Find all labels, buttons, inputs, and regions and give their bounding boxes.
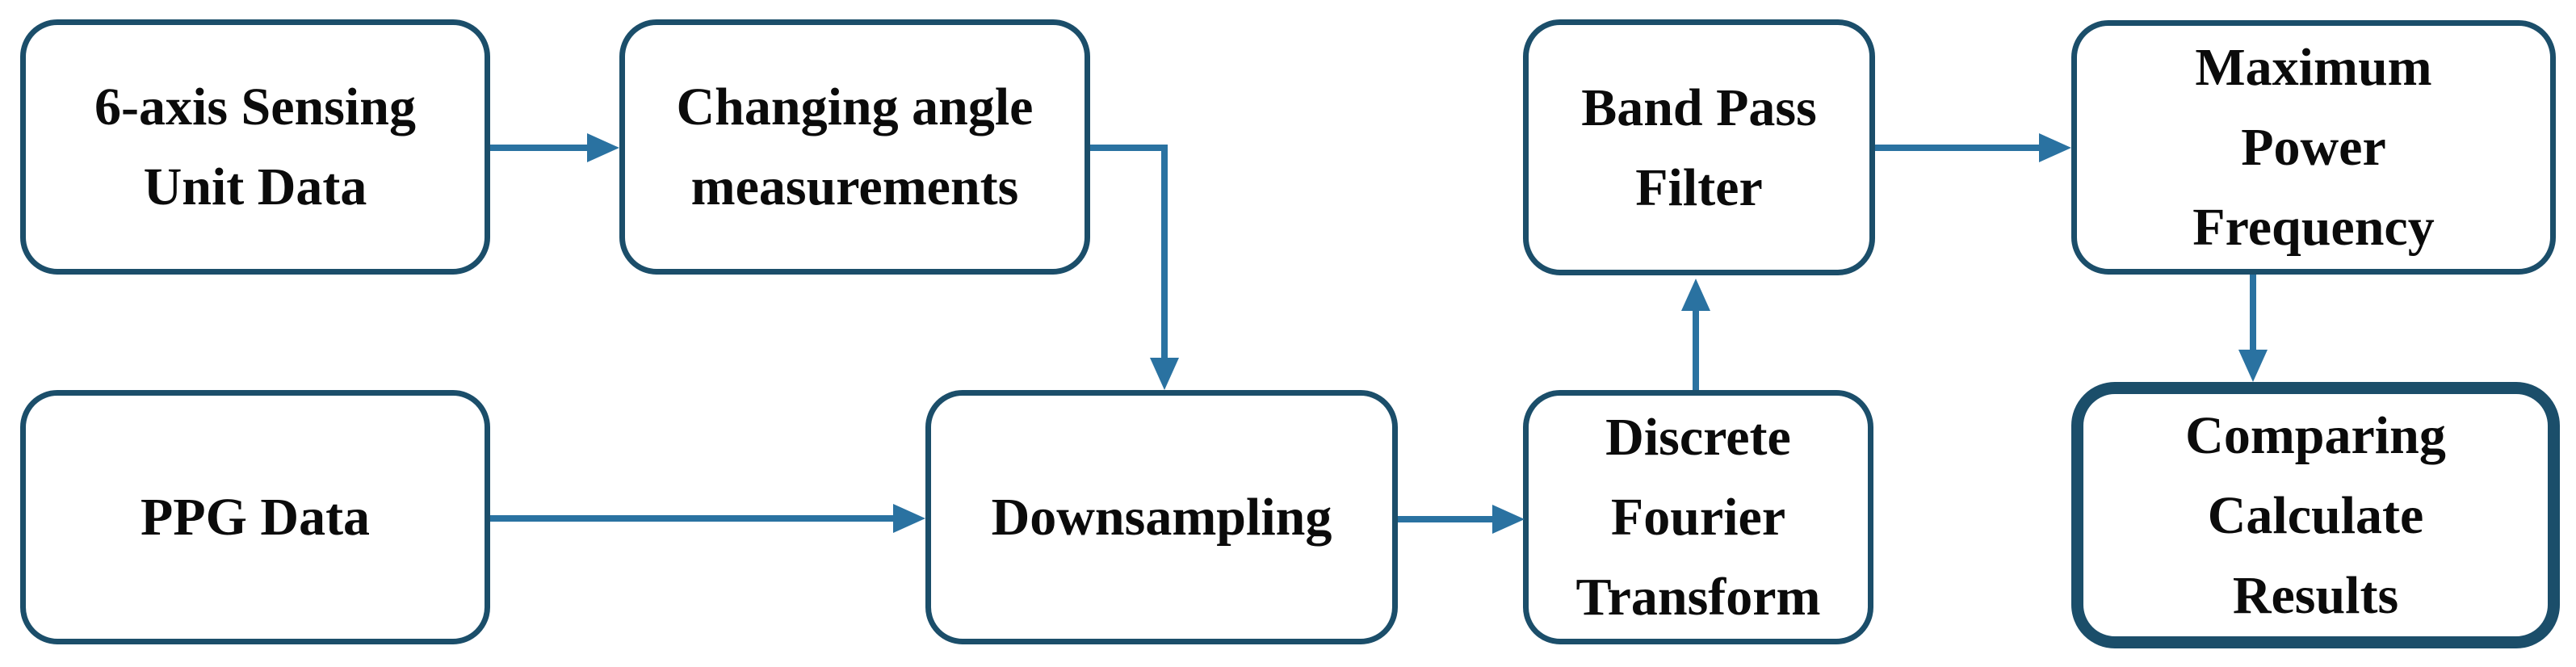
node-comparing-calculate-results: Comparing Calculate Results [2071,382,2560,648]
arrowhead-right-icon [2039,133,2071,162]
arrowhead-right-icon [587,133,619,162]
node-band-pass-filter: Band Pass Filter [1523,19,1875,275]
arrowhead-up-icon [1681,279,1710,311]
node-changing-angle-measurements: Changing angle measurements [619,19,1090,275]
arrow-line [1693,311,1699,390]
arrowhead-right-icon [893,504,925,533]
node-downsampling: Downsampling [925,390,1398,644]
node-maximum-power-frequency: Maximum Power Frequency [2071,20,2556,275]
arrow-line [2250,275,2256,351]
arrow-line [1090,145,1168,151]
node-discrete-fourier-transform: Discrete Fourier Transform [1523,390,1873,644]
arrow-line [490,145,589,151]
arrowhead-down-icon [2238,350,2268,382]
node-ppg-data: PPG Data [20,390,490,644]
arrow-line [1398,516,1494,522]
arrowhead-down-icon [1150,358,1179,390]
arrow-line [490,515,895,522]
node-six-axis-sensing-unit-data: 6-axis Sensing Unit Data [20,19,490,275]
arrowhead-right-icon [1492,505,1525,534]
arrow-line [1875,145,2041,151]
arrow-line [1161,145,1168,359]
